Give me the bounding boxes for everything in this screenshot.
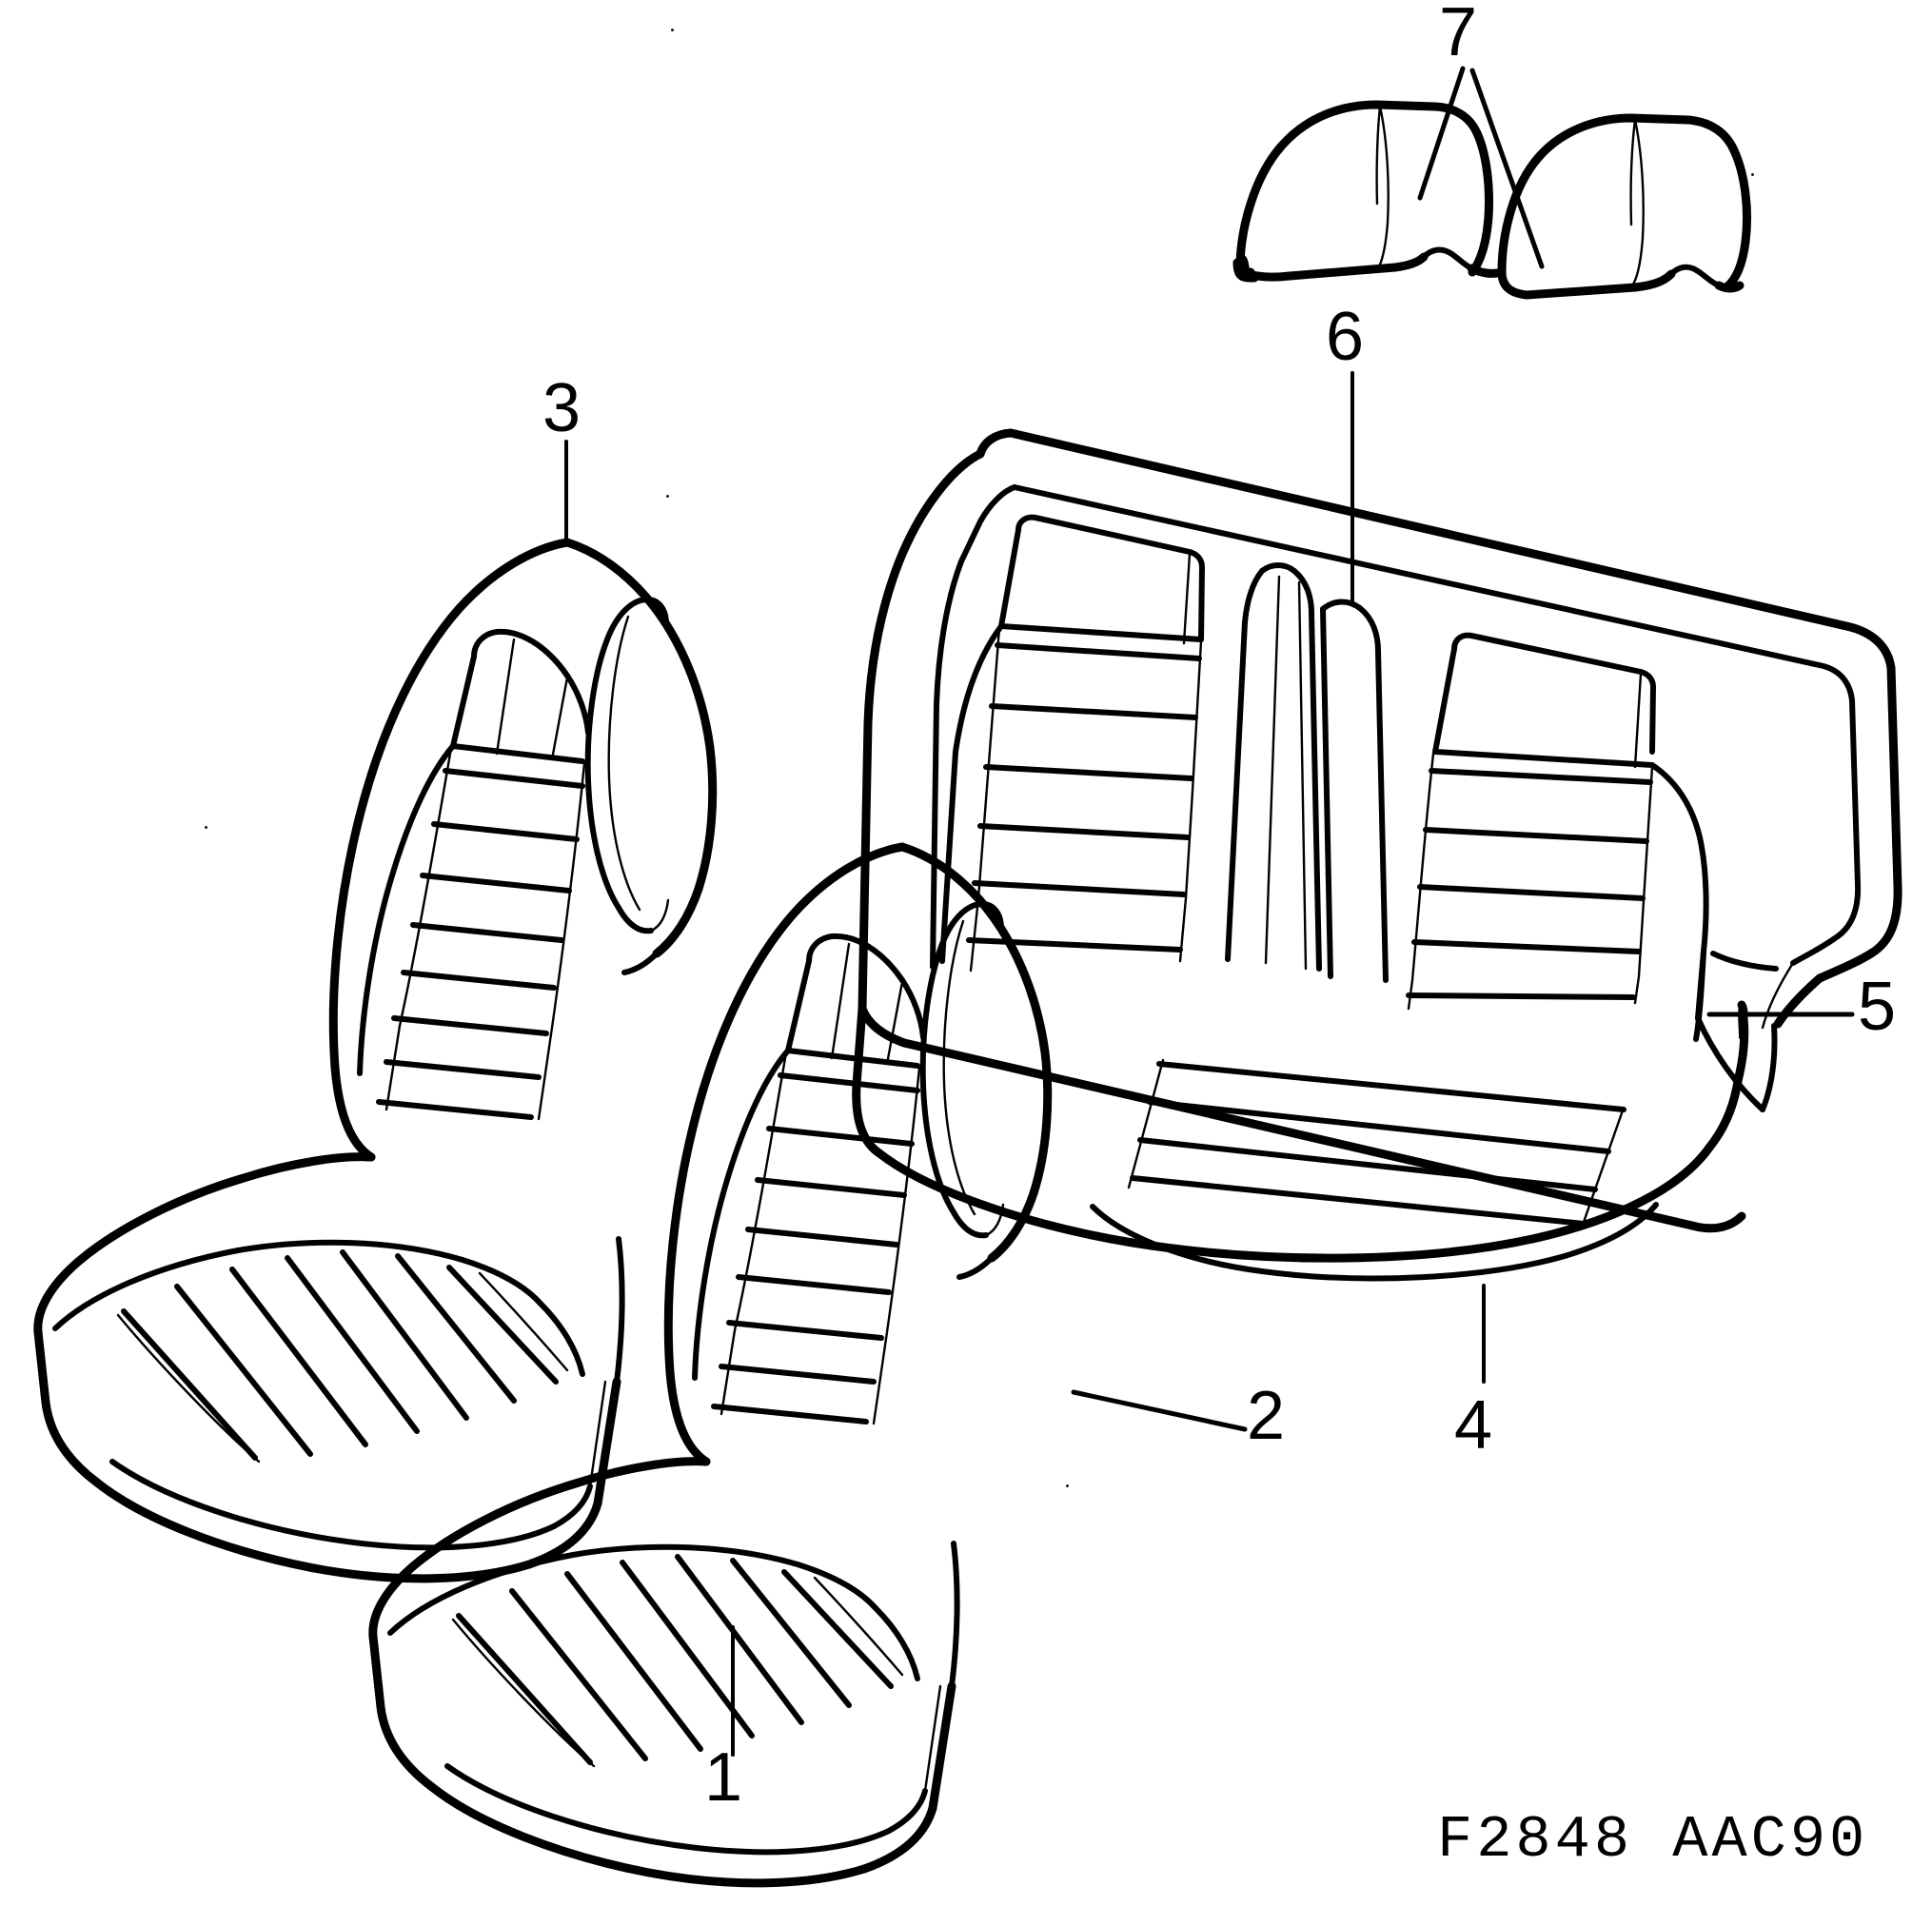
scan-speck	[205, 826, 207, 829]
scan-speck	[671, 29, 674, 31]
front-right-seat	[368, 842, 1053, 1888]
scan-speck	[666, 495, 669, 498]
callout-2-leader	[1071, 1389, 1248, 1432]
callout-number-3: 3	[542, 370, 582, 446]
callout-number-5: 5	[1858, 969, 1897, 1045]
callout-number-6: 6	[1326, 299, 1365, 375]
callout-7-leader	[1417, 66, 1545, 269]
part-code-label: F2848 AAC90	[1437, 1806, 1869, 1874]
scan-speck	[1751, 173, 1754, 176]
callout-number-2: 2	[1247, 1378, 1286, 1454]
callout-number-7: 7	[1439, 0, 1478, 70]
headrest-left	[1232, 100, 1507, 283]
front-left-seat	[33, 538, 718, 1583]
callout-number-1: 1	[704, 1739, 743, 1816]
scan-speck	[1066, 1484, 1069, 1487]
rear-bench-seat	[852, 428, 1902, 1282]
headrest-right	[1497, 113, 1751, 300]
callout-number-4: 4	[1454, 1387, 1493, 1464]
